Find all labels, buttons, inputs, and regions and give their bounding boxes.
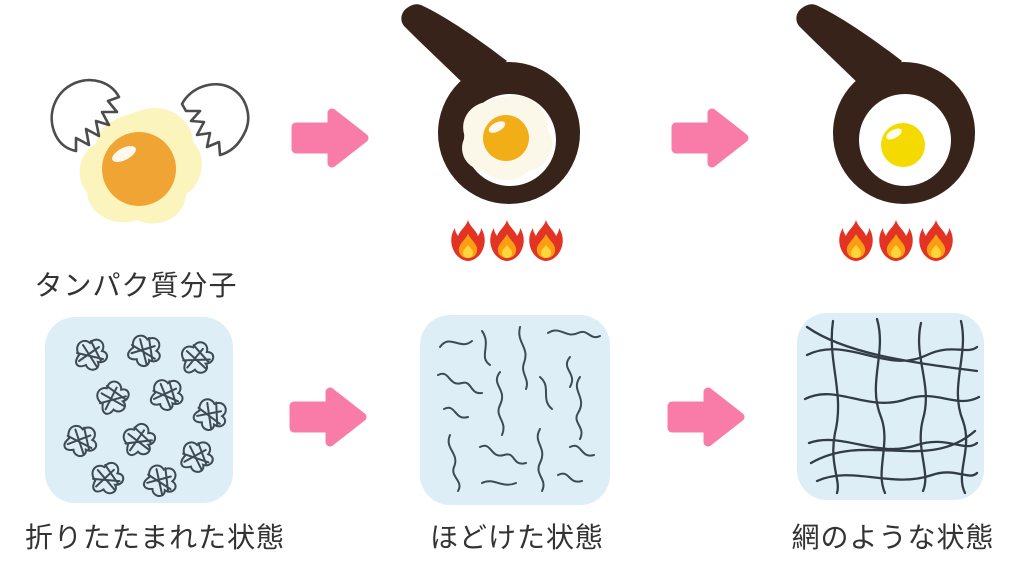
- flame-icon: [529, 220, 563, 261]
- protein-molecule-label: タンパク質分子: [34, 269, 238, 302]
- soft-yolk: [483, 115, 529, 161]
- arrow-right-icon: [664, 384, 748, 450]
- heat-flames-left: [450, 218, 564, 262]
- yolk-highlight: [112, 146, 136, 162]
- yolk-highlight: [886, 128, 902, 140]
- protein-panel-unfolded: [420, 315, 610, 505]
- unfolded-proteins-drawing: [437, 326, 601, 492]
- network-state-label: 網のような状態: [791, 521, 995, 554]
- yolk-highlight: [488, 121, 506, 133]
- flame-icon: [919, 220, 953, 261]
- flame-icon: [451, 220, 485, 261]
- eggshell-left-icon: [50, 78, 121, 153]
- arrow-right-icon: [286, 384, 370, 450]
- flame-icon: [879, 220, 913, 261]
- arrow-right-icon: [668, 105, 752, 171]
- eggshell-right-icon: [180, 83, 250, 157]
- heat-flames-right: [838, 218, 954, 262]
- network-proteins-drawing: [803, 317, 981, 495]
- unfolded-state-label: ほどけた状態: [429, 521, 604, 554]
- folded-state-label: 折りたたまれた状態: [24, 521, 286, 554]
- flame-icon: [490, 220, 524, 261]
- raw-egg-yolk: [102, 132, 176, 206]
- frying-pan-soft-egg: [401, 4, 580, 204]
- protein-panel-network: [797, 313, 984, 500]
- raw-egg-illustration: [50, 78, 250, 224]
- folded-proteins-drawing: [61, 331, 233, 502]
- firm-yolk: [881, 123, 925, 167]
- flame-icon: [839, 220, 873, 261]
- frying-pan-firm-egg: [796, 4, 975, 204]
- arrow-right-icon: [288, 105, 372, 171]
- protein-panel-folded: [45, 317, 233, 503]
